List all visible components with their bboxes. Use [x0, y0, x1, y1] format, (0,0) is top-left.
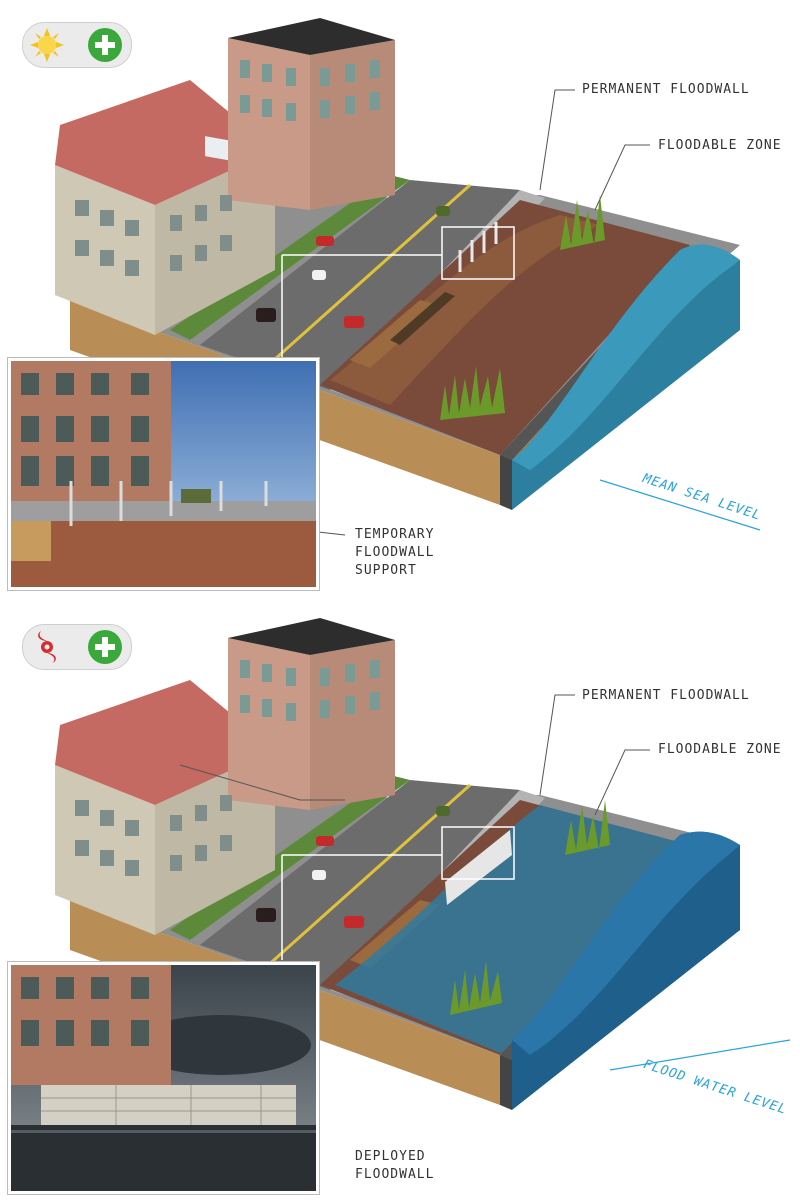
flood-water-plaza	[335, 805, 690, 1055]
label-temporary-floodwall-support: TEMPORARY FLOODWALL SUPPORT	[355, 527, 435, 578]
leader-mean-sea-level	[599, 479, 761, 531]
building-brick-roof	[228, 18, 395, 55]
inset-truck	[181, 489, 211, 503]
car-dark	[256, 308, 276, 322]
scenario-badge-normal[interactable]	[22, 22, 132, 68]
car-red-2	[344, 316, 364, 328]
permanent-floodwall-face	[500, 1055, 512, 1110]
building-beige-roof	[55, 80, 275, 205]
building-brick-roof	[228, 618, 395, 655]
permanent-floodwall-face	[500, 455, 512, 510]
grass-strip	[170, 775, 410, 940]
panel-normal: PERMANENT FLOODWALL FLOODABLE ZONE MEAN …	[8, 18, 782, 590]
zoom-box-small	[441, 226, 515, 280]
leader-deployed-floodwall	[179, 764, 345, 801]
label-floodable-zone: FLOODABLE ZONE	[658, 138, 782, 153]
car-red-1	[316, 836, 334, 846]
grass-strip	[170, 175, 410, 340]
beige-windows	[75, 795, 232, 876]
zoom-box-small	[441, 826, 515, 880]
label-permanent-floodwall: PERMANENT FLOODWALL	[582, 82, 750, 97]
reeds-2	[560, 195, 605, 250]
label-floodable-zone: FLOODABLE ZONE	[658, 742, 782, 757]
inset-temporary-support	[8, 358, 319, 590]
inset-floodwall	[41, 1085, 296, 1125]
label-deployed-floodwall: DEPLOYED FLOODWALL	[355, 1149, 435, 1182]
car-red-1	[316, 236, 334, 246]
diorama-normal	[55, 18, 761, 536]
car-green	[436, 806, 450, 816]
leader-floodable-zone	[594, 144, 650, 211]
car-red-2	[344, 916, 364, 928]
building-brick-side	[310, 640, 395, 810]
brick-windows	[240, 660, 380, 721]
scenario-badge-flood[interactable]	[22, 624, 132, 670]
reeds-2	[565, 800, 610, 855]
leader-flood-water-level	[609, 1039, 791, 1071]
water-flood-surface	[512, 831, 740, 1055]
inset-deployed-floodwall	[8, 962, 319, 1194]
leader-floodable-zone	[594, 749, 650, 816]
car-green	[436, 206, 450, 216]
brick-plaza	[320, 200, 690, 455]
leader-permanent-floodwall	[539, 89, 575, 191]
water-surface	[512, 244, 740, 470]
water-flood	[512, 831, 740, 1110]
brick-windows	[240, 60, 380, 121]
inset-scene-normal	[11, 361, 316, 587]
walkway	[330, 215, 600, 405]
inset-planter	[11, 521, 51, 561]
storm-cloud	[131, 1015, 311, 1075]
building-beige-roof	[55, 680, 275, 805]
hurricane-icon	[38, 631, 56, 663]
car-dark	[256, 908, 276, 922]
water-calm	[512, 244, 740, 510]
plus-icon	[88, 28, 122, 62]
building-brick-side	[310, 40, 395, 210]
car-white	[312, 870, 326, 880]
panel-flood: PERMANENT FLOODWALL FLOODABLE ZONE FLOOD…	[0, 600, 800, 1200]
diorama-flood	[55, 618, 791, 1110]
label-permanent-floodwall: PERMANENT FLOODWALL	[582, 688, 750, 703]
deployed-floodwall	[445, 830, 512, 905]
car-white	[312, 270, 326, 280]
road-centerline	[264, 783, 471, 970]
reeds-1	[440, 366, 505, 420]
inset-plaza	[11, 521, 316, 587]
reeds-1	[450, 961, 502, 1015]
inset-scene-flood	[11, 965, 316, 1191]
sun-icon	[30, 28, 64, 62]
beige-windows	[75, 195, 232, 276]
leader-permanent-floodwall	[539, 694, 575, 796]
inset-street	[11, 501, 316, 521]
inset-water	[11, 1125, 316, 1191]
plus-icon	[88, 630, 122, 664]
road-centerline	[264, 183, 471, 370]
inset-posts	[69, 481, 268, 526]
temporary-posts	[458, 222, 498, 272]
planter-box-2	[390, 292, 455, 345]
